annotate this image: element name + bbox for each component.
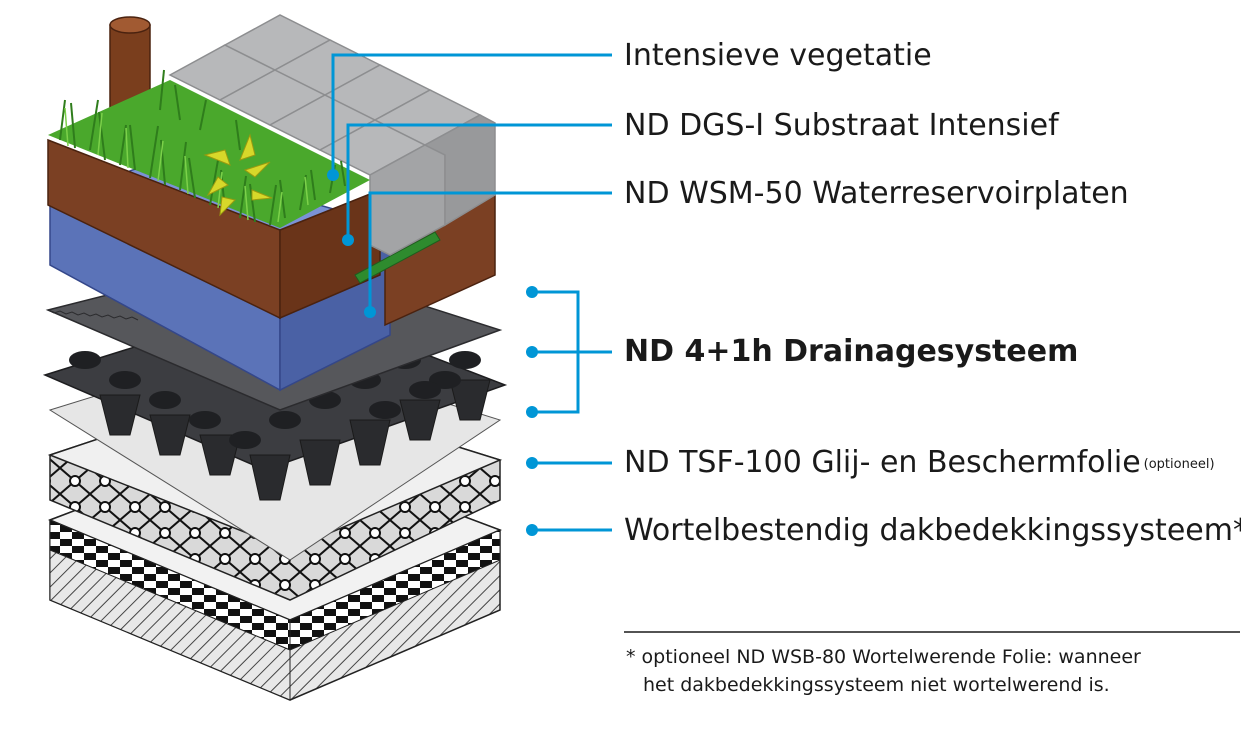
label-substrate: ND DGS-I Substraat Intensief	[624, 108, 1059, 143]
label-protection-foil: ND TSF-100 Glij- en Beschermfolie(option…	[624, 445, 1215, 481]
paver-tiles	[168, 14, 496, 256]
label-vegetation: Intensieve vegetatie	[624, 38, 932, 73]
label-optional-note: (optioneel)	[1143, 457, 1215, 472]
footnote-line-1: * optioneel ND WSB-80 Wortelwerende Foli…	[626, 646, 1141, 668]
leader-dots	[327, 169, 538, 536]
footnote-line-2: het dakbedekkingssysteem niet wortelwere…	[643, 674, 1110, 696]
grass	[48, 69, 370, 228]
label-roofing-system: Wortelbestendig dakbedekkingssysteem*	[624, 513, 1241, 548]
label-reservoir-plates: ND WSM-50 Waterreservoirplaten	[624, 176, 1129, 211]
label-drainage-system: ND 4+1h Drainagesysteem	[624, 334, 1079, 369]
substrate-layer	[47, 138, 496, 327]
footnote: * optioneel ND WSB-80 Wortelwerende Foli…	[626, 643, 1141, 699]
label-protection-foil-text: ND TSF-100 Glij- en Beschermfolie	[624, 445, 1141, 480]
leader-lines	[331, 53, 612, 532]
